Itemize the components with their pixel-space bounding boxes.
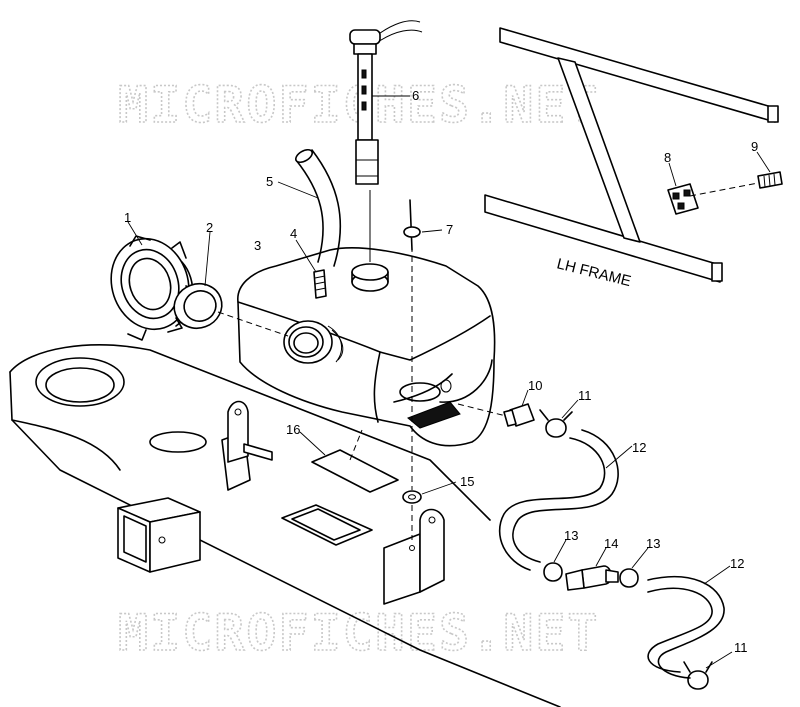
callout-14: 14 [604, 536, 618, 551]
part-14-filter [565, 547, 619, 591]
callout-1: 1 [124, 210, 131, 225]
part-11-clamp-lower [683, 651, 733, 690]
part-8-clamp [667, 162, 759, 215]
lh-frame-label: LH FRAME [555, 255, 633, 290]
part-9-bolt [756, 151, 783, 189]
callout-11-upper: 11 [578, 388, 592, 403]
part-13-clamp-right [619, 547, 649, 588]
watermark-bottom: MICROFICHES.NET [118, 604, 600, 662]
part-11-clamp-upper [539, 399, 579, 438]
callout-16: 16 [286, 422, 300, 437]
part-13-clamp-left [543, 539, 567, 582]
callout-12-lower: 12 [730, 556, 744, 571]
callout-3: 3 [254, 238, 261, 253]
part-7-pickup [403, 199, 443, 490]
callout-7: 7 [446, 222, 453, 237]
part-10-fitting [457, 389, 535, 427]
callout-11-lower: 11 [734, 640, 748, 655]
part-1-gas-cap [110, 221, 197, 341]
callout-2: 2 [206, 220, 213, 235]
part-15-washer [402, 481, 457, 540]
part-6-fuel-sender [349, 20, 423, 262]
callout-9: 9 [751, 139, 758, 154]
part-5-vent-hose [277, 148, 342, 267]
part-4-fitting [295, 239, 327, 299]
callout-13-right: 13 [646, 536, 660, 551]
part-12-hose-lower [647, 565, 731, 679]
callout-8: 8 [664, 150, 671, 165]
callout-10: 10 [528, 378, 542, 393]
callout-12-upper: 12 [632, 440, 646, 455]
part-12-hose-upper [498, 429, 633, 571]
callout-13-left: 13 [564, 528, 578, 543]
part-3-fuel-tank [237, 247, 496, 447]
callout-4: 4 [290, 226, 297, 241]
lh-frame: LH FRAME [484, 27, 779, 290]
callout-5: 5 [266, 174, 273, 189]
callout-6: 6 [412, 88, 419, 103]
callout-15: 15 [460, 474, 474, 489]
part-2-gasket [173, 231, 289, 337]
chassis-skid [9, 344, 561, 707]
part-16-pad [299, 429, 399, 493]
